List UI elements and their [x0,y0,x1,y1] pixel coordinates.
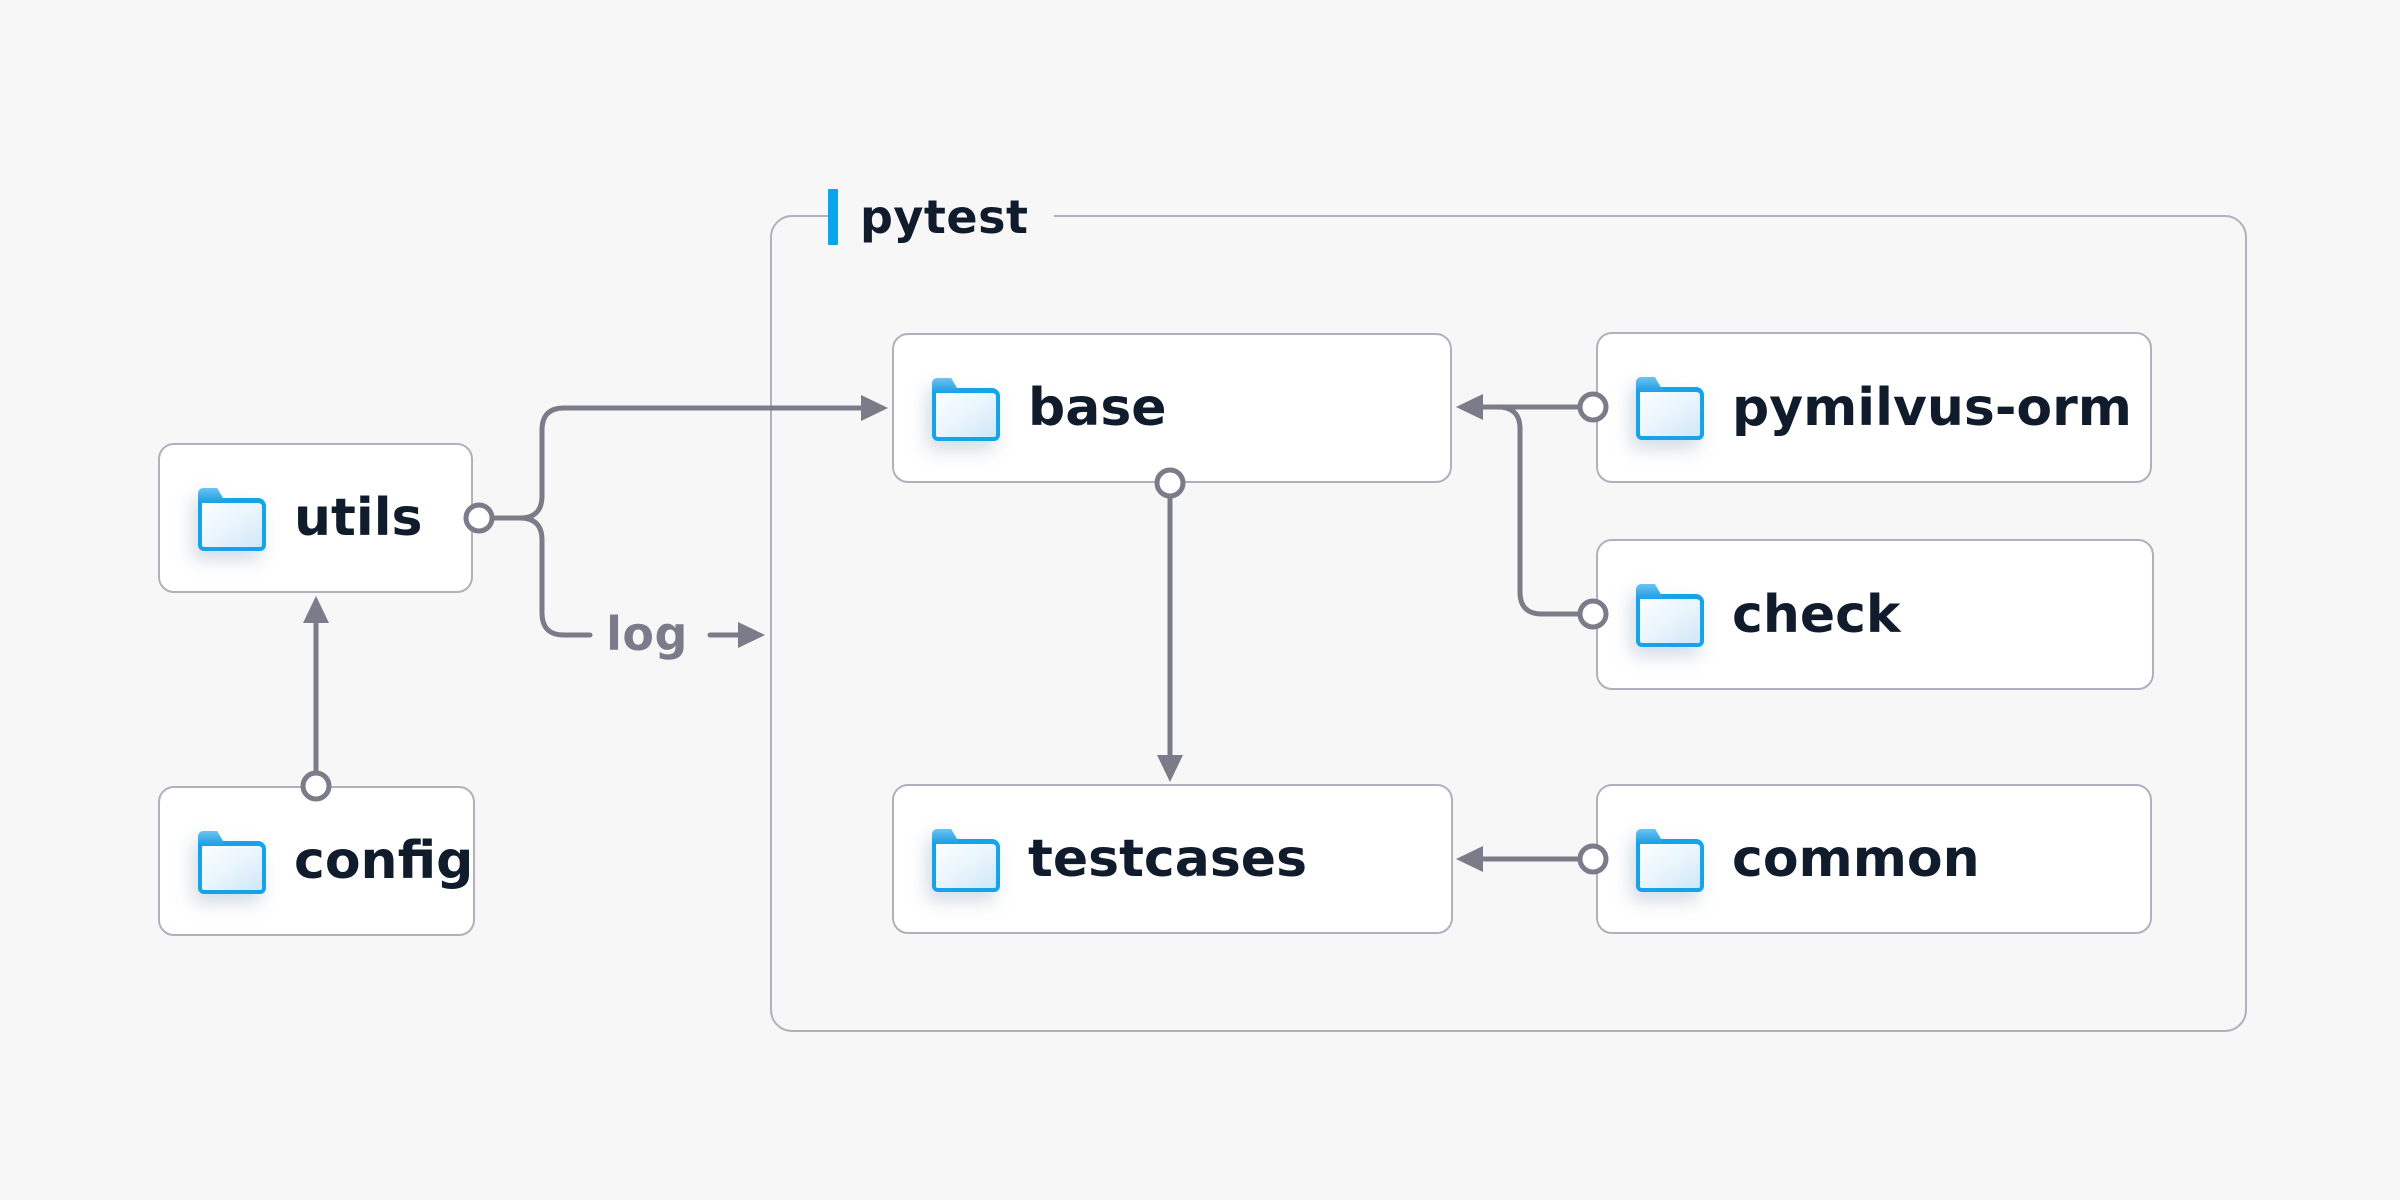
node-base-label: base [1028,378,1167,438]
folder-icon [932,387,1000,441]
node-config: config [158,786,475,936]
node-config-label: config [294,831,474,891]
node-testcases: testcases [892,784,1453,934]
node-base: base [892,333,1452,483]
arrowhead-log [738,622,765,648]
node-common: common [1596,784,2152,934]
group-pytest-label-text: pytest [860,190,1029,244]
folder-icon [198,497,266,551]
node-pymilvus-orm: pymilvus-orm [1596,332,2152,483]
arrowhead-into-utils [303,596,329,623]
edge-label-log: log [606,607,688,661]
folder-icon [1636,594,1704,647]
node-utils: utils [158,443,473,593]
folder-icon [1636,387,1704,440]
folder-icon [1636,838,1704,892]
folder-icon [932,838,1000,892]
edge-utils-log-line [517,515,593,638]
group-pytest-label: pytest [828,187,1055,247]
folder-icon [198,840,266,894]
node-utils-label: utils [294,488,423,548]
node-pymilvus-orm-label: pymilvus-orm [1732,377,2132,438]
node-testcases-label: testcases [1028,829,1308,889]
accent-bar [828,189,838,245]
node-check-label: check [1732,584,1901,645]
node-check: check [1596,539,2154,690]
group-pytest: pytest [770,187,2247,1032]
node-common-label: common [1732,829,1980,889]
